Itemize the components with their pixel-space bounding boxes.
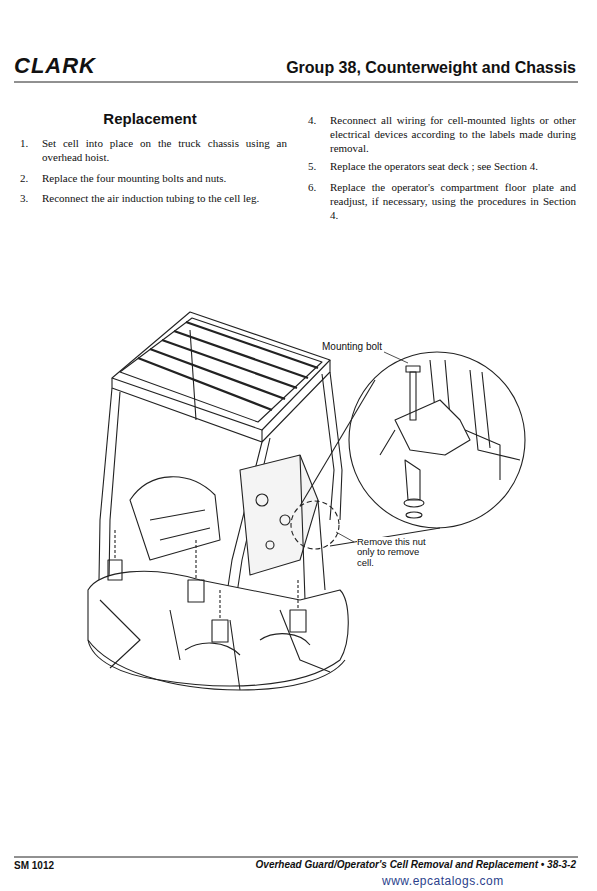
page-footer: Overhead Guard/Operator's Cell Removal a…	[200, 859, 576, 872]
note-label: Remove this nut only to remove cell.	[357, 537, 429, 568]
doc-number: SM 1012	[14, 860, 54, 873]
part-label: Mounting bolt	[322, 341, 382, 354]
section-heading: Replacement	[40, 110, 260, 129]
step-number: 6.	[308, 181, 316, 195]
watermark: www.epcatalogs.com	[382, 874, 504, 889]
step-text: Replace the operator's compartment floor…	[330, 181, 576, 222]
step-number: 1.	[20, 137, 28, 151]
step-text: Reconnect all wiring for cell-mounted li…	[330, 114, 576, 155]
step-number: 2.	[20, 172, 28, 186]
page-title: Group 38, Counterweight and Chassis	[280, 58, 576, 78]
step-number: 5.	[308, 160, 316, 174]
step-number: 3.	[20, 192, 28, 206]
step-text: Reconnect the air induction tubing to th…	[42, 192, 287, 206]
brand-logo: CLARK	[14, 52, 96, 80]
step-number: 4.	[308, 114, 316, 128]
step-text: Replace the operators seat deck ; see Se…	[330, 160, 576, 174]
step-text: Set cell into place on the truck chassis…	[42, 137, 287, 165]
step-text: Replace the four mounting bolts and nuts…	[42, 172, 287, 186]
